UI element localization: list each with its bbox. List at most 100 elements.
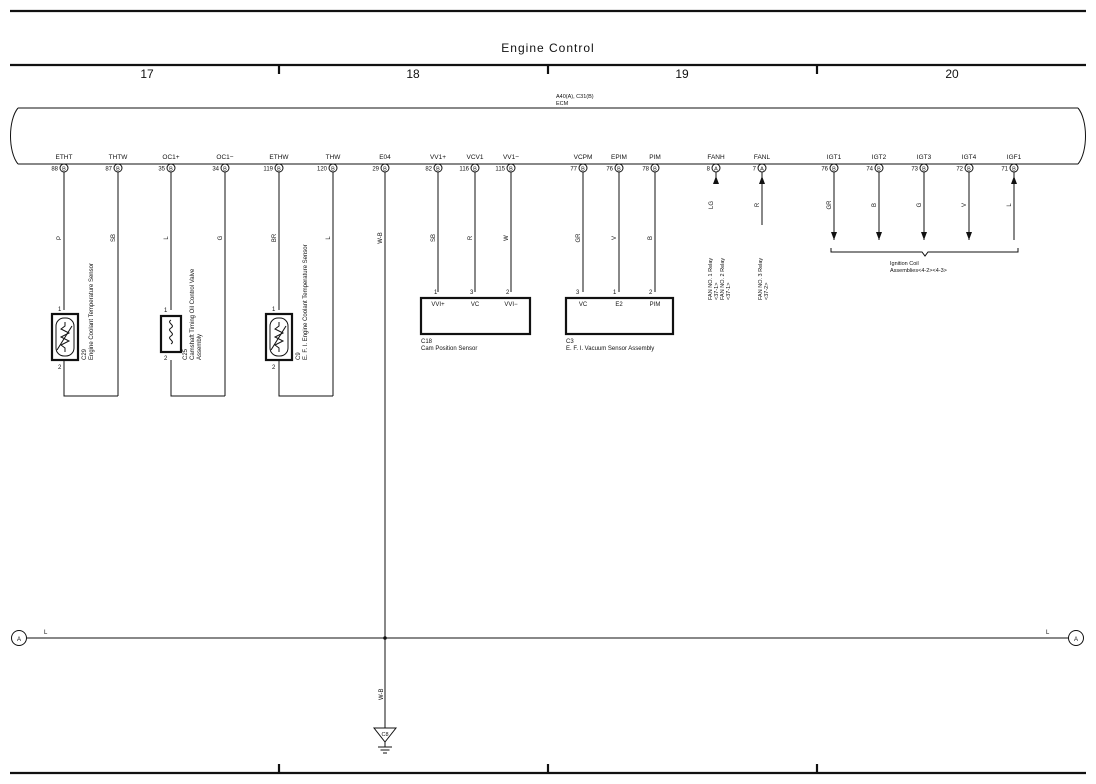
sensor-c29: 1 2 C29 Engine Coolant Temperature Senso… (50, 263, 95, 371)
svg-text:1: 1 (434, 290, 438, 296)
svg-text:2: 2 (58, 365, 62, 371)
pin-terminal-name: THW (326, 154, 342, 161)
ground-wire-color: W-B (379, 688, 385, 700)
valve-c25: 1 2 C25 Camshaft Timing Oil Control Valv… (159, 268, 203, 362)
pin-terminal-name: VV1+ (430, 154, 446, 161)
bus-right-connector: A (1074, 637, 1078, 643)
ecm-box: A40(A), C31(B) ECM (10, 94, 1086, 165)
wire-color-label: GR (576, 233, 582, 243)
pin-terminal-name: IGT3 (917, 154, 932, 161)
pin-connector-letter: B (922, 166, 926, 172)
pin-connector-letter: B (509, 166, 513, 172)
ecm-label: ECM (556, 101, 569, 107)
pin-terminal-name: IGT4 (962, 154, 977, 161)
pin-number: 120 (317, 167, 328, 173)
section-number-18: 18 (406, 67, 420, 81)
svg-text:2: 2 (649, 290, 653, 296)
pin-connector-letter: B (62, 166, 66, 172)
pin-number: 8 (707, 167, 711, 173)
pin-number: 78 (642, 167, 649, 173)
wire-color-label: L (1007, 203, 1013, 207)
wire-color-label: V (612, 236, 618, 240)
pin-number: 73 (911, 167, 918, 173)
pin-connector-letter: B (169, 166, 173, 172)
ecm-pin: IGF1 71 B (1001, 154, 1022, 173)
svg-text:FAN NO. 2 Relay: FAN NO. 2 Relay (720, 258, 726, 300)
svg-text:3: 3 (576, 290, 580, 296)
ignition-coil-brace: Ignition Coil Assemblies<4-2><4-3> (830, 248, 1019, 274)
svg-text:VC: VC (471, 302, 480, 308)
pin-terminal-name: VCPM (574, 154, 593, 161)
vacuum-sensor-c3: 3 1 2 VC E2 PIM C3 E. F. I. Vacuum Senso… (564, 290, 675, 352)
wire-color-label: SB (111, 234, 117, 242)
signal-arrow (966, 232, 972, 240)
pin-terminal-name: IGT2 (872, 154, 887, 161)
pin-number: 82 (425, 167, 432, 173)
c3-name: E. F. I. Vacuum Sensor Assembly (566, 346, 654, 352)
pin-number: 72 (956, 167, 963, 173)
section-number-20: 20 (945, 67, 959, 81)
wire-color-label: LG (709, 201, 715, 209)
wire-color-label: R (755, 202, 761, 207)
return-wire (170, 360, 225, 397)
svg-text:<37-1>: <37-1> (726, 283, 732, 300)
svg-text:2: 2 (272, 365, 276, 371)
pin-connector-letter: B (473, 166, 477, 172)
pin-number: 119 (263, 167, 273, 173)
svg-text:<37-1>: <37-1> (714, 283, 720, 300)
pin-connector-letter: A (714, 166, 718, 172)
wire-color-label: W-B (378, 232, 384, 244)
return-wire (63, 360, 118, 397)
pin-terminal-name: IGF1 (1007, 154, 1022, 161)
pin-number: 7 (753, 167, 757, 173)
c9-code: C9 (296, 352, 302, 360)
c25-name-2: Assembly (197, 334, 203, 360)
signal-arrow (713, 176, 719, 184)
pin-terminal-name: OC1+ (162, 154, 179, 161)
pin-connector-letter: B (653, 166, 657, 172)
wire-color-label: GR (827, 200, 833, 210)
wire-color-label: B (648, 236, 654, 240)
wire-color-label: L (326, 236, 332, 240)
wire-color-label: R (468, 235, 474, 240)
svg-text:FAN NO. 1 Relay: FAN NO. 1 Relay (708, 258, 714, 300)
signal-arrow (876, 232, 882, 240)
signal-arrow (921, 232, 927, 240)
svg-text:PIM: PIM (650, 302, 661, 308)
wire-color-label: P (57, 236, 63, 240)
ground-code: C8 (381, 732, 388, 738)
pin-terminal-name: ETHW (269, 154, 289, 161)
svg-text:1: 1 (613, 290, 617, 296)
ecm-connector-codes: A40(A), C31(B) (556, 94, 594, 100)
c25-name: Camshaft Timing Oil Control Valve (190, 268, 196, 360)
pin-connector-letter: B (1012, 166, 1016, 172)
pin-connector-letter: B (383, 166, 387, 172)
pin-number: 76 (821, 167, 828, 173)
wire-color-label: SB (431, 234, 437, 242)
ecm-pin: IGT3 73 B (911, 154, 932, 173)
wire-color-label: L (164, 236, 170, 240)
pin-connector-letter: B (223, 166, 227, 172)
svg-text:1: 1 (58, 307, 62, 313)
pin-terminal-name: IGT1 (827, 154, 842, 161)
svg-text:1: 1 (272, 307, 276, 313)
bus-left-connector: A (17, 637, 21, 643)
pin-number: 116 (459, 167, 469, 173)
pin-number: 71 (1001, 167, 1008, 173)
pin-connector-letter: A (760, 166, 764, 172)
svg-text:3: 3 (470, 290, 474, 296)
pin-connector-letter: B (436, 166, 440, 172)
signal-arrow (1011, 176, 1017, 184)
pin-terminal-name: ETHT (56, 154, 73, 161)
wire-color-label: G (917, 202, 923, 207)
